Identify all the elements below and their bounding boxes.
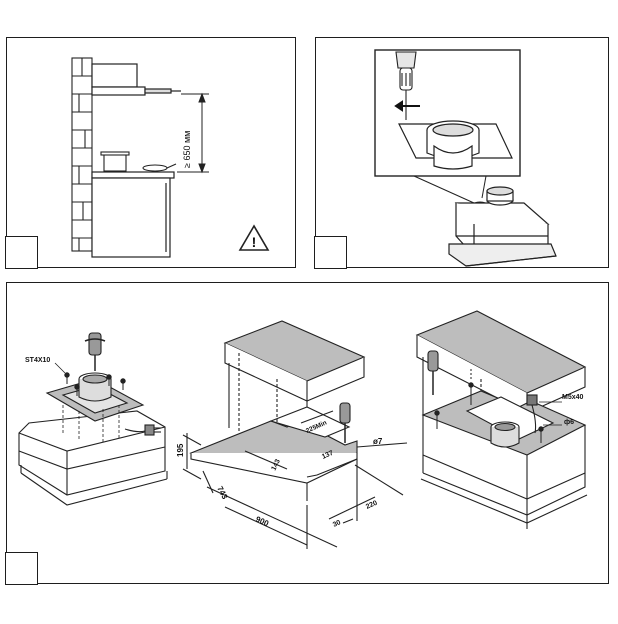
- arrow-icon: [394, 100, 420, 112]
- hood-with-flange: [18, 372, 168, 506]
- flange-detail: [398, 120, 513, 170]
- hood-unit: [448, 186, 557, 267]
- height-label: ≥ 650 мм: [182, 131, 192, 168]
- bolts: [434, 369, 544, 443]
- cookware: [100, 151, 177, 172]
- dim-220: 220: [365, 500, 379, 511]
- cabinet-dimensions: [182, 320, 408, 549]
- dim-743: 743: [215, 485, 229, 501]
- installed-hood: [415, 310, 588, 529]
- wall: [71, 57, 93, 252]
- screwdriver-icon: [427, 350, 439, 395]
- step-number-box: [5, 551, 39, 585]
- flange-fixing-diagram: [374, 49, 557, 267]
- panel-cabinet-installation: ST4X10: [5, 282, 609, 585]
- screwdriver-icon: [84, 332, 106, 371]
- svg-text:!: !: [252, 234, 257, 250]
- installation-height-diagram: ≥ 650 мм !: [71, 57, 270, 258]
- step-number-box: [314, 235, 348, 269]
- washer-label: ф6: [564, 419, 574, 426]
- screw-label: ST4X10: [25, 357, 50, 364]
- dim-143: 143: [271, 458, 282, 472]
- dim-30: 30: [332, 519, 342, 529]
- warning-icon: !: [238, 224, 270, 251]
- panel-installation-height: ≥ 650 мм !: [5, 37, 296, 269]
- dim-195: 195: [176, 443, 185, 457]
- screws: [64, 372, 126, 396]
- hood-cabinet: [91, 63, 181, 96]
- step-number-box: [5, 235, 39, 269]
- cabinet-installation-diagram: ST4X10: [18, 310, 588, 549]
- screwdriver-icon: [395, 51, 417, 120]
- panel-flange-fixing: [314, 37, 609, 269]
- height-dimension: [177, 92, 209, 174]
- dim-137: 137: [321, 450, 335, 461]
- screwdriver-icon: [339, 402, 351, 443]
- base-cabinet: [91, 171, 175, 258]
- bolt-label: M5x40: [562, 394, 584, 401]
- dim-o7: ø7: [373, 437, 383, 446]
